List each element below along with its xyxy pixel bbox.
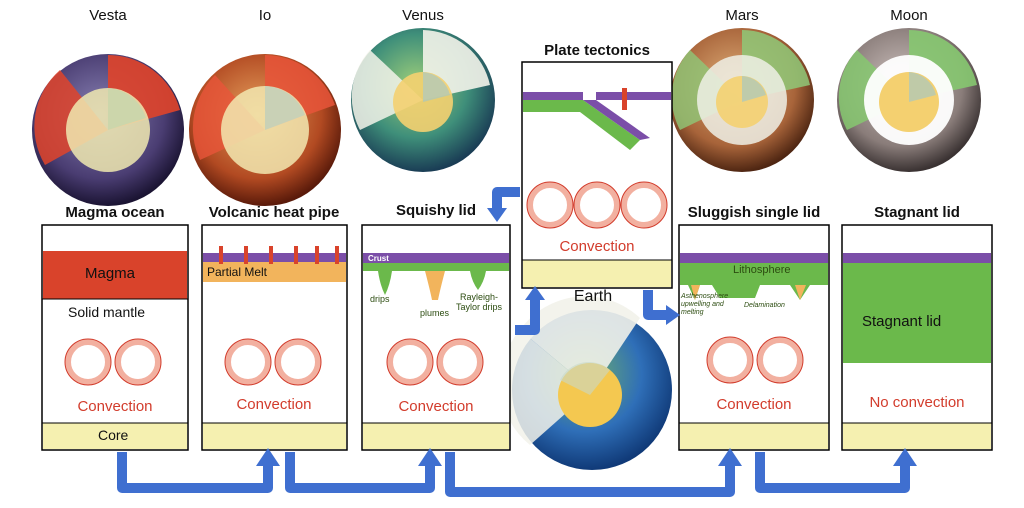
stagnant-lid-layer	[843, 263, 991, 363]
vesta-globe	[32, 54, 184, 206]
transition-arrows	[117, 187, 910, 497]
rt-drips-label: Rayleigh-Taylor drips	[455, 292, 502, 312]
moon-label: Moon	[890, 7, 928, 24]
volcanic-heat-pipe-title: Volcanic heat pipe	[208, 204, 340, 221]
solid-mantle-label: Solid mantle	[68, 304, 146, 320]
venus-globe	[351, 28, 495, 172]
squishy-lid-panel	[361, 224, 511, 451]
venus-label: Venus	[402, 7, 444, 24]
volcanic-heat-pipe-panel	[201, 224, 348, 451]
earth-globe	[500, 296, 672, 470]
magma-ocean-panel	[41, 224, 189, 451]
sluggish-lid-panel	[678, 224, 830, 451]
convection-loops	[65, 182, 803, 385]
lithosphere-label: Lithosphere	[733, 264, 791, 276]
magma-label: Magma	[85, 265, 136, 282]
earth-label: Earth	[573, 288, 613, 305]
drips-label: drips	[370, 294, 390, 304]
crust-label: Crust	[368, 254, 389, 263]
delamination-label: Delamination	[744, 302, 785, 309]
stagnant-lid-title: Stagnant lid	[874, 204, 960, 221]
convection-loop-outlines	[64, 181, 804, 386]
plate-tectonics-title: Plate tectonics	[544, 42, 650, 59]
stagnant-lid-panel	[841, 224, 993, 451]
sluggish-lid-title: Sluggish single lid	[687, 204, 821, 221]
core-layer	[43, 423, 187, 449]
stagnant-lid-label: Stagnant lid	[862, 313, 942, 330]
mars-globe	[670, 28, 814, 172]
squishy-lid-title: Squishy lid	[395, 202, 476, 219]
partial-melt-label: Partial Melt	[207, 265, 268, 279]
io-globe	[189, 54, 341, 206]
asthenosphere-label: Asthenosphere upwelling and melting	[681, 293, 729, 316]
io-label: Io	[258, 7, 272, 24]
squishy-lid-convection: Convection	[398, 398, 474, 415]
magma-ocean-convection: Convection	[77, 398, 153, 415]
magma-layer	[43, 251, 187, 299]
plate-tectonics-panel	[521, 61, 673, 289]
no-convection-label: No convection	[869, 394, 965, 411]
transition-arrowheads	[256, 208, 917, 466]
plumes-label: plumes	[420, 308, 450, 318]
moon-globe	[837, 28, 981, 172]
vesta-label: Vesta	[89, 7, 127, 24]
partial-melt-layer	[203, 262, 346, 282]
mars-label: Mars	[725, 7, 759, 24]
heat-pipe-convection: Convection	[236, 396, 312, 413]
magma-ocean-title: Magma ocean	[65, 204, 165, 221]
core-label: Core	[98, 427, 129, 443]
plate-tectonics-convection: Convection	[559, 238, 635, 255]
sluggish-lid-convection: Convection	[716, 396, 792, 413]
